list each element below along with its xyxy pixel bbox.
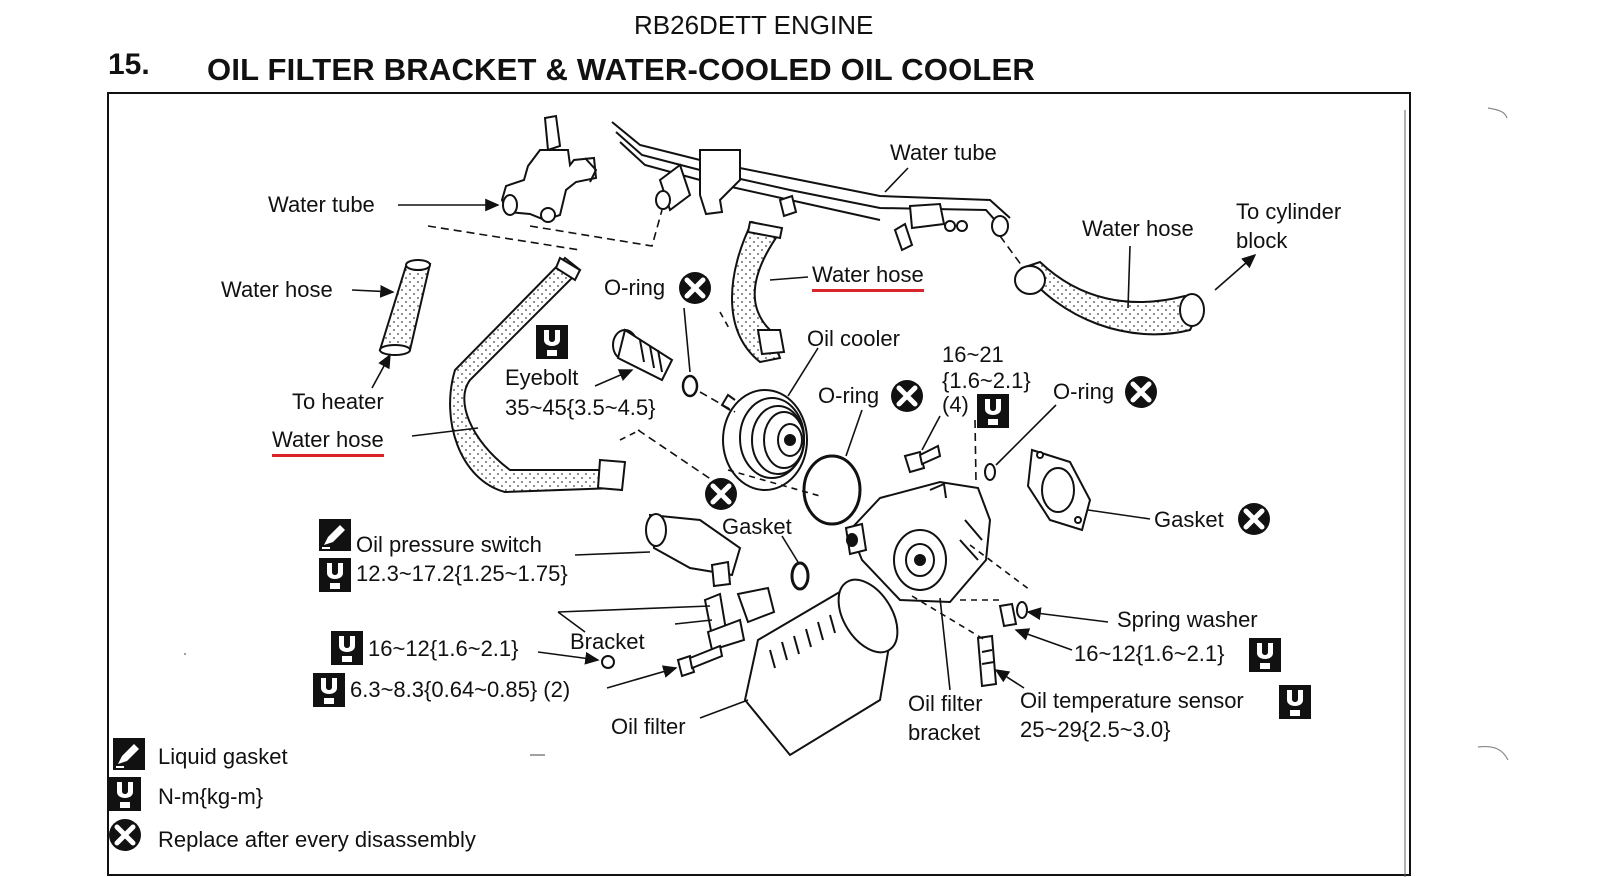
liquid-gasket-icon (113, 738, 145, 770)
label-oil-cooler: Oil cooler (807, 326, 900, 351)
water-hose-upper-left-part (378, 259, 432, 356)
label-oil-pressure-switch: Oil pressure switch (356, 532, 542, 557)
label-spring-washer-torque: 16~12{1.6~2.1} (1074, 641, 1225, 666)
oring-top-part (681, 374, 699, 398)
bolt-4-part (903, 444, 942, 474)
bracket-part (601, 586, 776, 669)
section-number: 15. (108, 48, 150, 81)
gasket-right-part (1026, 448, 1092, 532)
label-spring-washer: Spring washer (1117, 607, 1258, 632)
diagram-frame (107, 92, 1411, 876)
label-water-hose-right: Water hose (1082, 216, 1194, 241)
water-hose-right-part (1014, 260, 1205, 336)
torque-wrench-icon (109, 777, 141, 811)
label-bolt-qty: (4) (942, 392, 969, 417)
label-to-heater: To heater (292, 389, 384, 414)
replace-x-icon (1125, 376, 1157, 408)
label-small-bolt-torque: 6.3~8.3{0.64~0.85} (2) (350, 677, 571, 702)
label-bolt-torque-2: {1.6~2.1} (942, 368, 1031, 393)
label-oring-middle: O-ring (818, 383, 880, 408)
torque-wrench-icon (1249, 638, 1281, 672)
torque-wrench-icon (313, 673, 345, 707)
small-bolt-part (676, 644, 724, 678)
label-eyebolt-torque: 35~45{3.5~4.5} (505, 395, 656, 420)
label-oring-top: O-ring (604, 275, 666, 300)
section-title: OIL FILTER BRACKET & WATER-COOLED OIL CO… (207, 52, 1035, 87)
oil-pressure-switch-part (645, 513, 742, 588)
label-gasket-right: Gasket (1154, 507, 1224, 532)
label-bracket: Bracket (570, 629, 645, 654)
replace-x-icon (705, 478, 737, 510)
label-oil-temp-sensor: Oil temperature sensor (1020, 688, 1244, 713)
oil-filter-part (743, 578, 899, 757)
gasket-center-part (790, 561, 810, 591)
oring-right-part (984, 463, 996, 481)
label-oil-filter: Oil filter (611, 714, 686, 739)
oil-cooler-part (720, 389, 808, 491)
label-to-cylinder-2: block (1236, 228, 1288, 253)
spring-washer-part (998, 601, 1028, 628)
label-water-hose-lower-left: Water hose (272, 429, 384, 457)
replace-x-icon (1238, 503, 1270, 535)
label-water-hose-center: Water hose (812, 264, 924, 292)
torque-wrench-icon (1279, 685, 1311, 719)
liquid-gasket-icon (319, 519, 351, 551)
label-water-tube-left: Water tube (268, 192, 375, 217)
label-oil-filter-bracket-1: Oil filter (908, 691, 983, 716)
water-tube-left-part (500, 114, 598, 223)
label-water-tube-top: Water tube (890, 140, 997, 165)
legend-torque-unit: N-m{kg-m} (158, 784, 264, 809)
label-eyebolt: Eyebolt (505, 365, 579, 390)
replace-x-icon (891, 380, 923, 412)
torque-wrench-icon (977, 394, 1009, 428)
water-hose-lower-left-part (449, 256, 627, 494)
label-oring-right: O-ring (1053, 379, 1115, 404)
leader-lines (184, 167, 1257, 756)
label-to-cylinder-1: To cylinder (1236, 199, 1342, 224)
replace-x-icon (109, 819, 141, 851)
replace-x-icon (679, 272, 711, 304)
oring-large-part (802, 454, 862, 526)
water-tube-top-part (611, 121, 1011, 252)
torque-wrench-icon (331, 631, 363, 665)
label-water-hose-upper-left: Water hose (221, 277, 333, 302)
label-bracket-torque: 16~12{1.6~2.1} (368, 636, 519, 661)
label-oil-temp-torque: 25~29{2.5~3.0} (1020, 717, 1171, 742)
engine-name: RB26DETT ENGINE (634, 10, 874, 40)
label-gasket-center: Gasket (722, 514, 792, 539)
legend-replace: Replace after every disassembly (158, 827, 476, 852)
water-hose-center-part (731, 220, 786, 364)
torque-wrench-icon (319, 558, 351, 592)
eyebolt-part (612, 328, 674, 382)
oil-temp-sensor-part (976, 634, 998, 688)
label-oil-pressure-torque: 12.3~17.2{1.25~1.75} (356, 561, 568, 586)
torque-wrench-icon (536, 325, 568, 359)
label-bolt-torque-1: 16~21 (942, 342, 1004, 367)
oil-filter-bracket-part (844, 480, 992, 604)
legend-liquid-gasket: Liquid gasket (158, 744, 288, 769)
label-oil-filter-bracket-2: bracket (908, 720, 981, 745)
